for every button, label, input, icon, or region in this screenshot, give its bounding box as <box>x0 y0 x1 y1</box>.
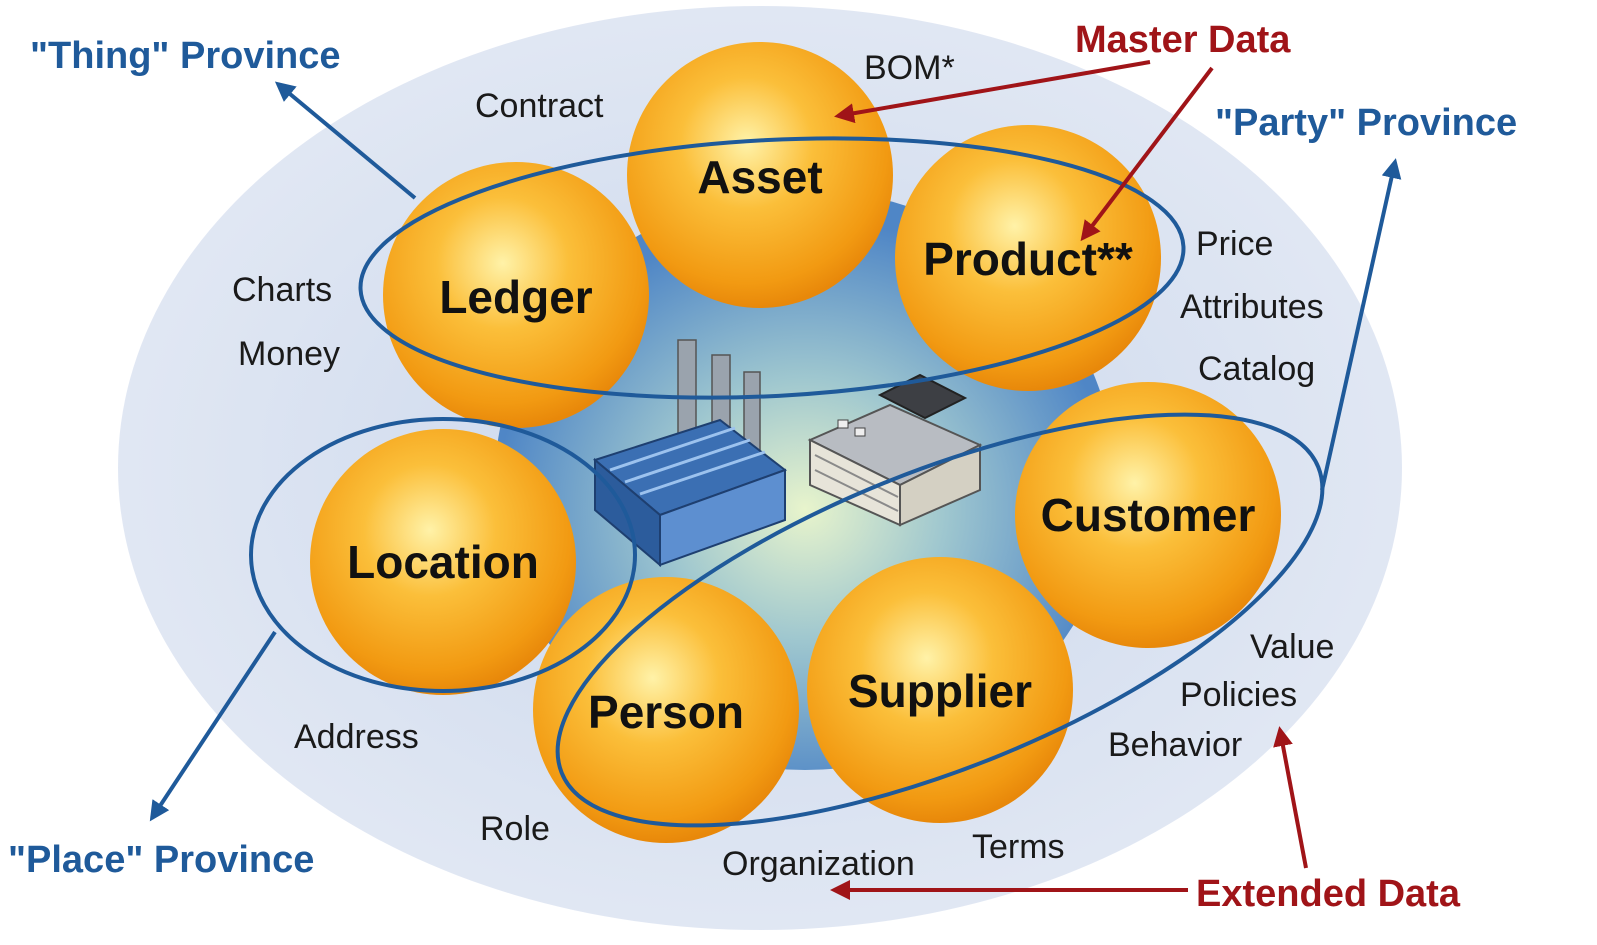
attr-catalog: Catalog <box>1198 350 1315 388</box>
attr-value: Value <box>1250 628 1334 666</box>
sphere-label-supplier: Supplier <box>848 665 1032 717</box>
sphere-asset: Asset <box>627 42 893 308</box>
attr-price: Price <box>1196 225 1273 263</box>
attr-behavior: Behavior <box>1108 726 1242 764</box>
sphere-customer: Customer <box>1015 382 1281 648</box>
sphere-label-person: Person <box>588 686 744 738</box>
sphere-supplier: Supplier <box>807 557 1073 823</box>
thing-province-ellipse <box>358 136 1186 400</box>
place-province-arrow <box>149 630 277 822</box>
sphere-label-ledger: Ledger <box>439 271 592 323</box>
attr-attributes: Attributes <box>1180 288 1324 326</box>
extended-data-label: Extended Data <box>1196 873 1461 915</box>
attr-terms: Terms <box>972 828 1065 866</box>
thing-province-label: "Thing" Province <box>30 35 341 77</box>
attr-bom: BOM* <box>864 49 955 87</box>
thing-province-arrow <box>274 81 417 200</box>
sphere-label-location: Location <box>347 536 539 588</box>
party-province-arrow <box>1320 158 1402 491</box>
attr-charts: Charts <box>232 271 332 309</box>
sphere-label-product: Product** <box>923 233 1133 285</box>
master-data-arrow-asset <box>834 60 1151 124</box>
attr-organization: Organization <box>722 845 915 883</box>
attr-policies: Policies <box>1180 676 1297 714</box>
master-data-arrow-product <box>1080 66 1214 242</box>
party-province-label: "Party" Province <box>1215 102 1517 144</box>
master-data-label: Master Data <box>1075 19 1291 61</box>
sphere-product: Product** <box>895 125 1161 391</box>
place-province-ellipse <box>249 417 637 693</box>
extended-data-arrow-behavior <box>1273 726 1308 869</box>
attr-contract: Contract <box>475 87 604 125</box>
attr-money: Money <box>238 335 340 373</box>
party-province-ellipse <box>555 412 1325 828</box>
sphere-label-customer: Customer <box>1041 489 1256 541</box>
attr-role: Role <box>480 810 550 848</box>
attr-address: Address <box>294 718 419 756</box>
sphere-label-asset: Asset <box>697 151 822 203</box>
sphere-ledger: Ledger <box>383 162 649 428</box>
sphere-person: Person <box>533 577 799 843</box>
place-province-label: "Place" Province <box>8 839 314 881</box>
sphere-location: Location <box>310 429 576 695</box>
